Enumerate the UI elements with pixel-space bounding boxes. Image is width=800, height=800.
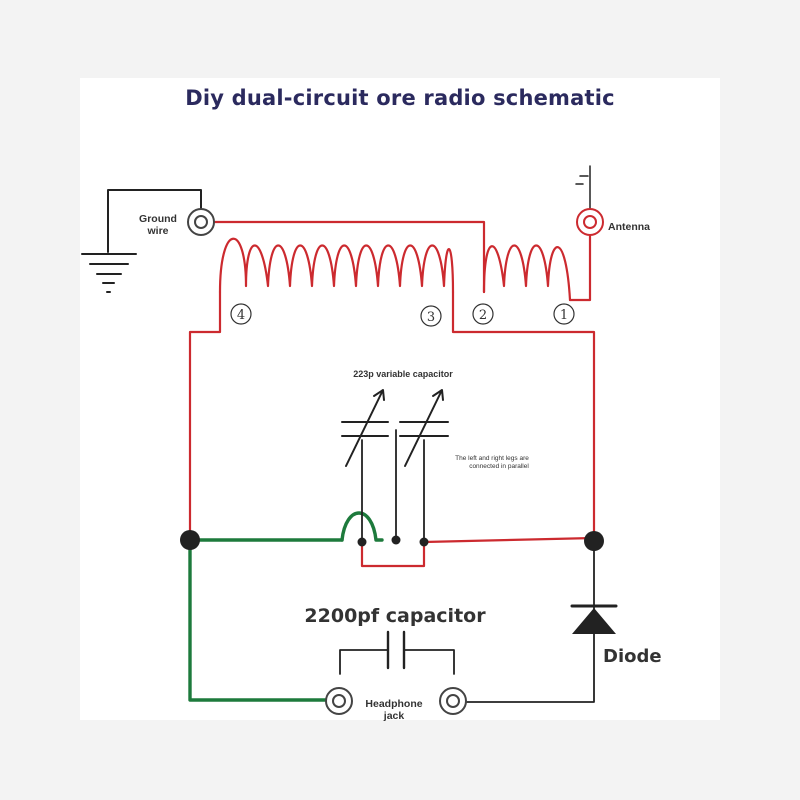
diode xyxy=(570,604,618,634)
variable-capacitor xyxy=(341,389,449,467)
diagram-title: Diy dual-circuit ore radio schematic xyxy=(185,86,615,110)
coil-terminals: 4 3 2 1 xyxy=(230,303,575,327)
diode-label: Diode xyxy=(603,646,662,667)
headphone-jack-label: Headphone xyxy=(365,698,422,710)
cap-node-dot xyxy=(391,535,401,545)
terminal-2-label: 2 xyxy=(479,308,487,323)
tuning-loop-red xyxy=(360,540,426,568)
ground-symbol xyxy=(81,189,202,293)
ground-wire-label: wire xyxy=(146,225,168,237)
fixed-cap-right-lead xyxy=(403,649,455,675)
right-coil-leg xyxy=(451,290,596,542)
primary-coil xyxy=(218,237,455,294)
fixed-capacitor xyxy=(386,630,406,670)
ground-post xyxy=(187,208,215,236)
right-bus-wire xyxy=(422,536,596,544)
headphone-jack-label: jack xyxy=(383,710,405,722)
headphone-jack-left xyxy=(325,687,353,715)
fixed-capacitor-label: 2200pf capacitor xyxy=(304,605,486,627)
fixed-cap-left-lead xyxy=(339,649,389,675)
diode-wire xyxy=(465,539,595,703)
terminal-4-label: 4 xyxy=(237,308,245,323)
antenna-label: Antenna xyxy=(608,221,650,233)
ground-wire-label: Ground xyxy=(139,213,177,225)
antenna-lead xyxy=(575,165,591,211)
secondary-coil xyxy=(482,244,572,302)
headphone-ground-wire xyxy=(188,538,328,702)
diagram-panel xyxy=(80,78,720,720)
junctions xyxy=(180,530,604,551)
cap-node-dot xyxy=(357,537,367,547)
cap-node-dot xyxy=(419,537,429,547)
left-coil-leg xyxy=(188,290,222,542)
parallel-note: connected in parallel xyxy=(469,463,529,470)
antenna-post xyxy=(576,208,604,236)
terminal-3-label: 3 xyxy=(427,310,435,325)
antenna-to-coil-wire xyxy=(568,234,592,302)
headphone-jack-right xyxy=(439,687,467,715)
variable-capacitor-label: 223p variable capacitor xyxy=(353,369,453,379)
terminal-1-label: 1 xyxy=(560,308,568,323)
left-junction-dot xyxy=(180,530,200,550)
parallel-note: The left and right legs are xyxy=(455,455,529,462)
red-wires xyxy=(188,220,596,568)
binding-posts xyxy=(187,208,604,715)
black-wires xyxy=(339,429,595,703)
right-junction-dot xyxy=(584,531,604,551)
